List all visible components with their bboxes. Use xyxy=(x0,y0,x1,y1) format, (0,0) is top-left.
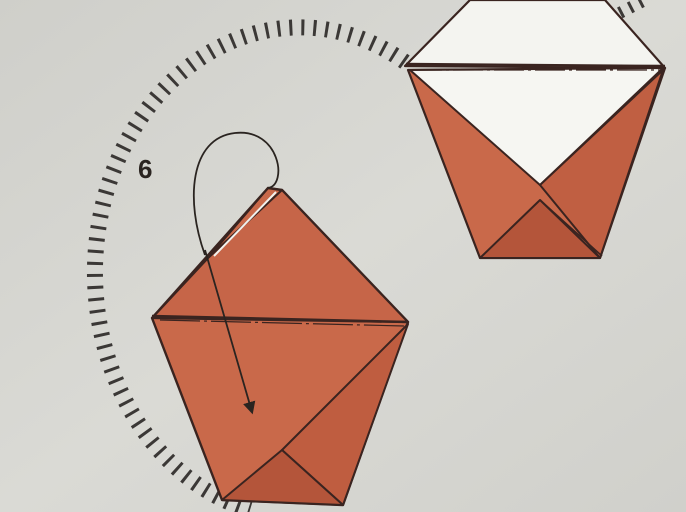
fold-over-arrow xyxy=(192,132,280,415)
step-number-label: 6 xyxy=(138,154,153,184)
origami-model-result xyxy=(403,0,667,260)
